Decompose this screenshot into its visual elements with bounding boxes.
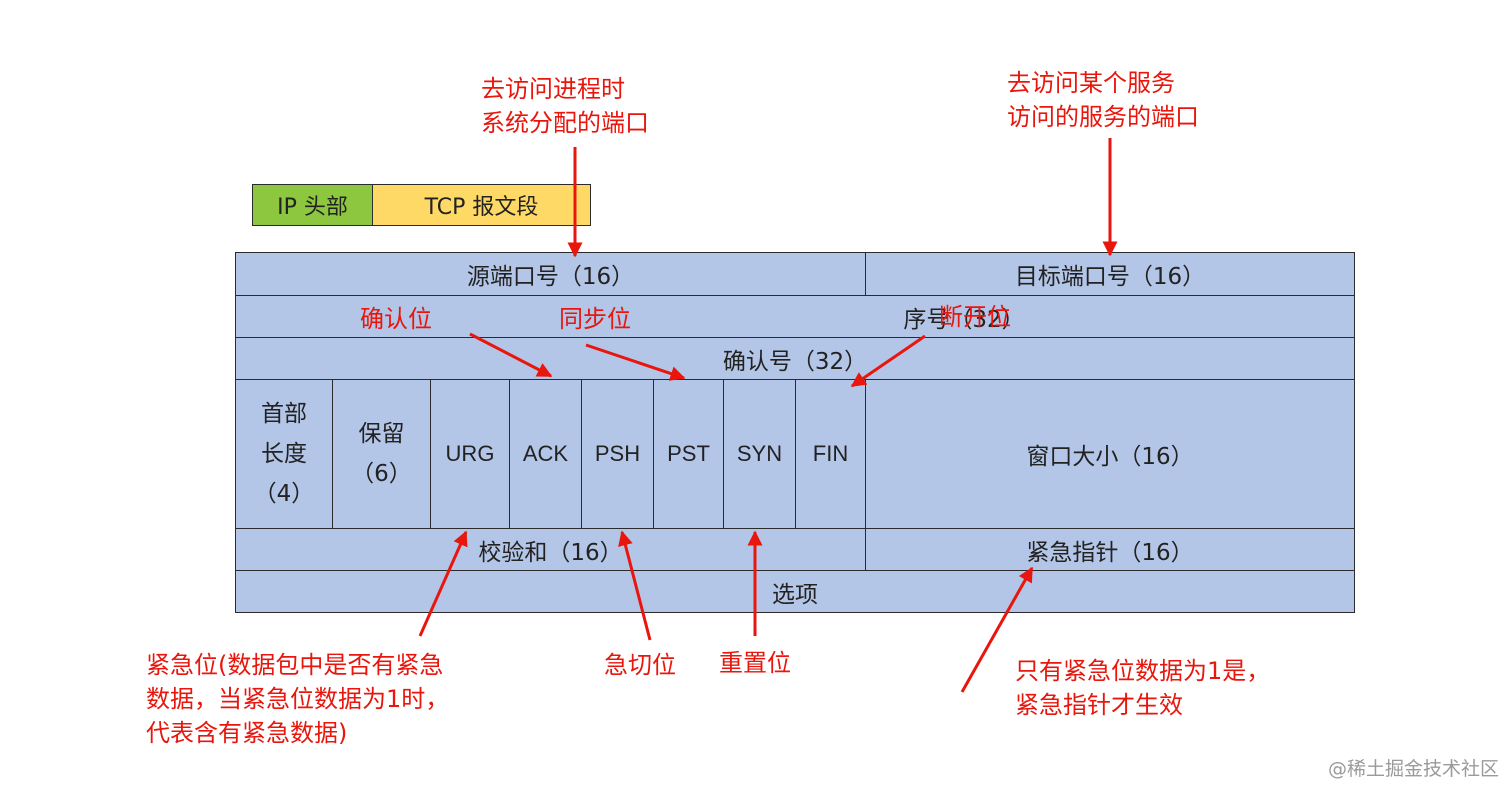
options-field: 选项 [235,570,1355,613]
urgent-pointer-field: 紧急指针（16） [865,528,1355,571]
destination-port-field: 目标端口号（16） [865,252,1355,296]
flag-urg: URG [430,379,510,529]
urg-flag-arrow [418,530,468,637]
urg-flag-annotation-line1: 紧急位(数据包中是否有紧急 [146,651,444,679]
urg-flag-annotation: 紧急位(数据包中是否有紧急 数据，当紧急位数据为1时， 代表含有紧急数据) [146,648,449,750]
source-port-field: 源端口号（16） [235,252,866,296]
destination-port-annotation-line1: 去访问某个服务 [1007,69,1175,97]
flag-ack: ACK [509,379,582,529]
urg-flag-annotation-line2: 数据，当紧急位数据为1时， [146,685,450,713]
header-length-line2: 长度 [261,441,307,467]
watermark: @稀土掘金技术社区 [1328,758,1500,780]
header-length-line1: 首部 [261,401,307,427]
urgent-pointer-arrow [960,566,1034,693]
psh-flag-arrow [618,530,652,641]
urgent-pointer-annotation-line2: 紧急指针才生效 [1015,691,1183,719]
destination-port-annotation-line2: 访问的服务的端口 [1007,103,1199,131]
fin-flag-arrow [850,334,926,388]
rst-flag-annotation: 重置位 [719,649,791,677]
flag-pst: PST [653,379,724,529]
fin-flag-annotation: 断开位 [939,303,1011,331]
flag-fin: FIN [795,379,866,529]
flag-psh: PSH [581,379,654,529]
urgent-pointer-annotation: 只有紧急位数据为1是， 紧急指针才生效 [1015,654,1270,722]
ip-header-box: IP 头部 [252,184,373,226]
sync-flag-arrow [585,343,686,381]
reserved-line2: （6） [351,461,412,487]
sync-flag-annotation: 同步位 [559,305,631,333]
urg-flag-annotation-line3: 代表含有紧急数据) [146,719,348,747]
reserved-field: 保留 （6） [332,379,431,529]
ack-number-field: 确认号（32） [235,337,1355,380]
source-port-annotation: 去访问进程时 系统分配的端口 [481,72,649,140]
window-size-field: 窗口大小（16） [865,379,1355,529]
urgent-pointer-annotation-line1: 只有紧急位数据为1是， [1015,657,1271,685]
header-length-line3: （4） [253,481,315,507]
destination-port-annotation: 去访问某个服务 访问的服务的端口 [1007,66,1199,134]
sequence-number-field: 序号（32） [235,295,1355,338]
psh-flag-annotation: 急切位 [604,651,676,679]
source-port-annotation-line1: 去访问进程时 [481,75,625,103]
ack-flag-arrow [469,332,553,378]
reserved-line1: 保留 [358,421,405,447]
source-port-annotation-line2: 系统分配的端口 [481,109,649,137]
ack-flag-annotation: 确认位 [360,305,432,333]
header-length-field: 首部 长度 （4） [235,379,333,529]
tcp-segment-box: TCP 报文段 [372,184,591,226]
